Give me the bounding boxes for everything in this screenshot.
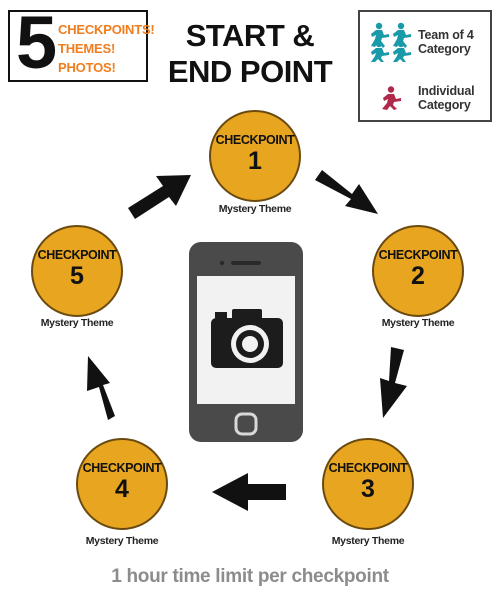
checkpoint-label: CHECKPOINT (378, 248, 458, 262)
checkpoint-4: CHECKPOINT 4 (76, 438, 168, 530)
checkpoint-5: CHECKPOINT 5 (31, 225, 123, 317)
checkpoint-3-theme: Mystery Theme (331, 535, 405, 547)
team-runners-icon (371, 22, 411, 62)
runner-icon (382, 86, 401, 110)
checkpoint-count: 5 (16, 1, 58, 84)
checkpoint-number: 4 (115, 475, 129, 503)
title-line-2: END POINT (167, 54, 333, 89)
arrow-2-to-3 (380, 347, 407, 418)
highlight-photos: PHOTOS! (58, 60, 116, 75)
checkpoint-label: CHECKPOINT (215, 133, 295, 147)
page-title: START & END POINT (160, 18, 340, 90)
highlight-checkpoints: CHECKPOINTS! (58, 22, 155, 37)
checkpoint-2: CHECKPOINT 2 (372, 225, 464, 317)
legend-team-label: Team of 4 Category (418, 28, 474, 56)
checkpoint-1-theme: Mystery Theme (218, 203, 292, 215)
smartphone-camera-icon (189, 242, 303, 442)
arrow-1-to-2 (315, 170, 378, 214)
checkpoint-label: CHECKPOINT (328, 461, 408, 475)
arrow-3-to-4 (212, 473, 286, 511)
checkpoint-number: 1 (248, 147, 262, 175)
legend-individual-label: Individual Category (418, 84, 475, 112)
checkpoint-number: 5 (70, 262, 84, 290)
highlights-list: CHECKPOINTS! THEMES! PHOTOS! (58, 20, 155, 77)
highlight-themes: THEMES! (58, 41, 116, 56)
title-line-1: START & (185, 18, 315, 53)
checkpoint-4-theme: Mystery Theme (85, 535, 159, 547)
checkpoint-number: 2 (411, 262, 425, 290)
arrow-5-to-1 (128, 175, 191, 219)
checkpoint-5-theme: Mystery Theme (40, 317, 114, 329)
summary-box: 5 CHECKPOINTS! THEMES! PHOTOS! (8, 6, 155, 82)
legend-box: Team of 4 Category Individual Category (358, 10, 492, 122)
checkpoint-1: CHECKPOINT 1 (209, 110, 301, 202)
checkpoint-number: 3 (361, 475, 375, 503)
arrow-4-to-5 (87, 356, 115, 420)
checkpoint-2-theme: Mystery Theme (381, 317, 455, 329)
checkpoint-3: CHECKPOINT 3 (322, 438, 414, 530)
checkpoint-label: CHECKPOINT (82, 461, 162, 475)
time-limit-note: 1 hour time limit per checkpoint (111, 566, 389, 587)
checkpoint-label: CHECKPOINT (37, 248, 117, 262)
